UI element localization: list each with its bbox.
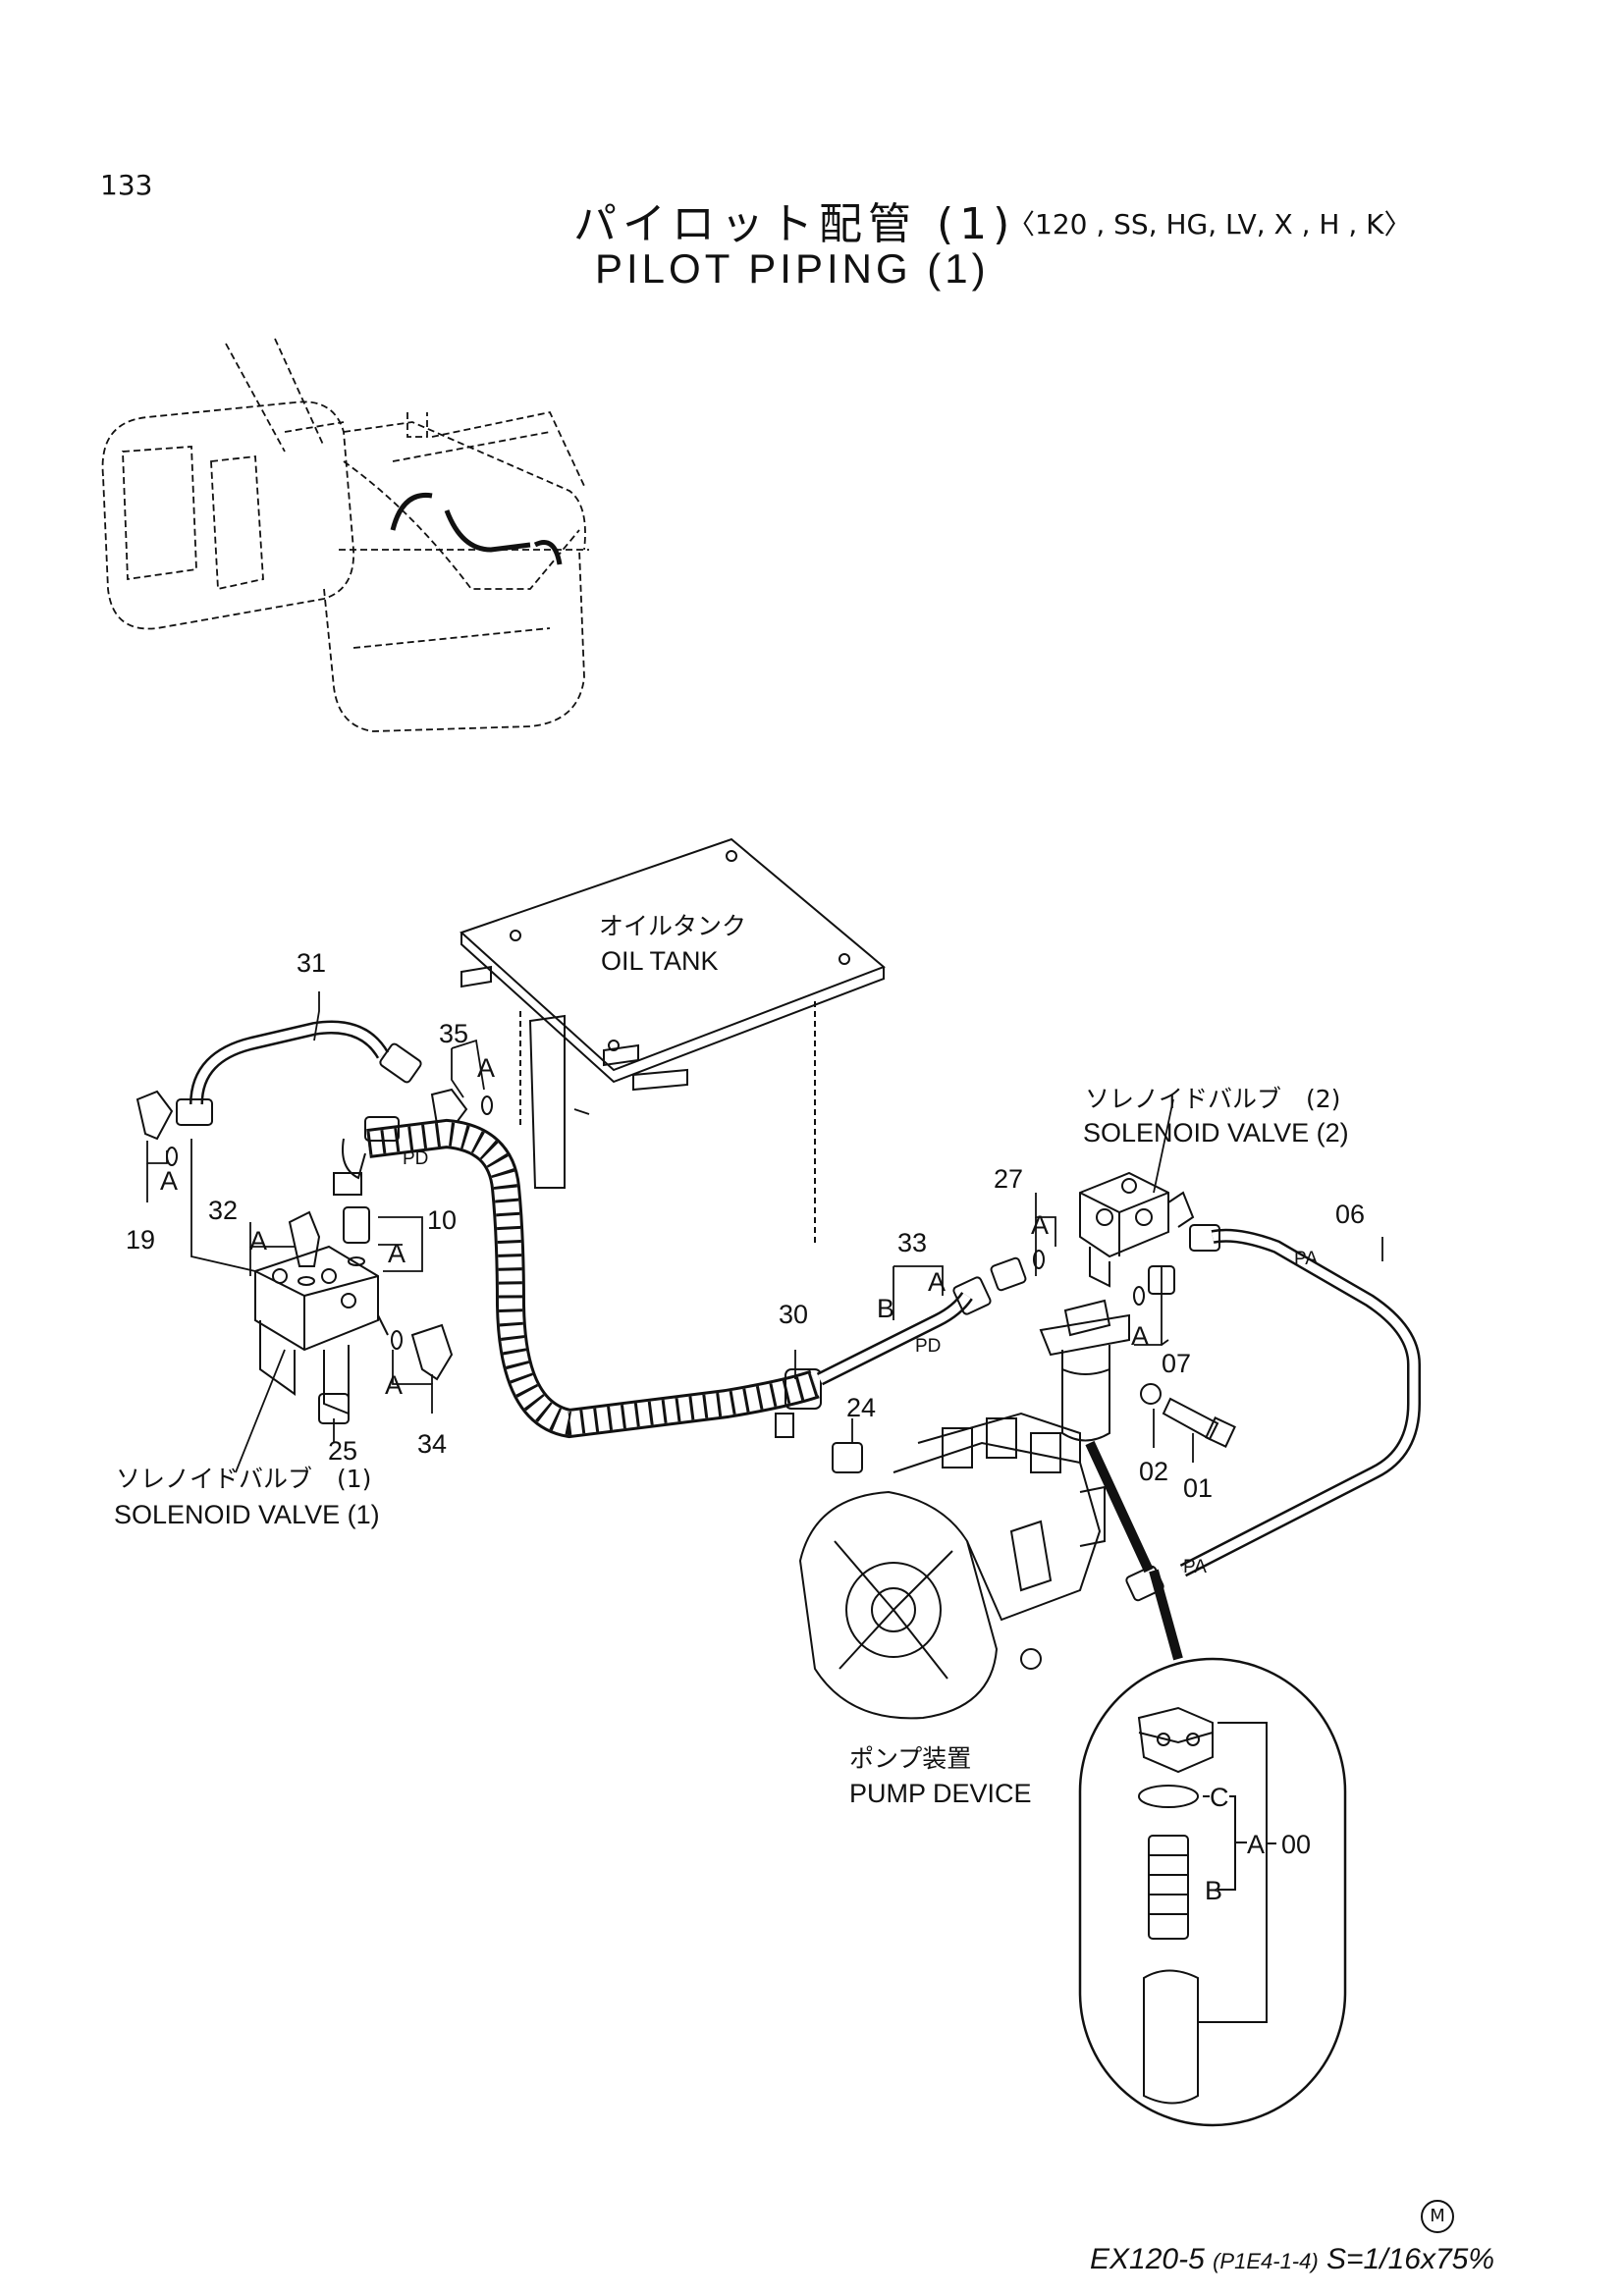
fitting-31-left — [176, 1098, 213, 1126]
solenoid-valve-1-label-jp: ソレノイドバルブ (1) — [116, 1465, 371, 1493]
fitting-pd-upper — [364, 1116, 400, 1142]
group-letter-a-35: A — [477, 1053, 495, 1083]
group-letter-a-33: A — [928, 1267, 946, 1297]
solenoid-valve-2-shape — [1079, 1171, 1195, 1288]
part-number-10: 10 — [427, 1205, 457, 1235]
elbow-19 — [135, 1090, 174, 1141]
part-number-00: 00 — [1281, 1830, 1311, 1859]
group-letter-a-27: A — [1031, 1210, 1049, 1240]
clamp-30 — [784, 1368, 822, 1410]
page-number: 133 — [100, 169, 153, 201]
adapter-24 — [832, 1442, 863, 1473]
part-number-33: 33 — [897, 1228, 927, 1257]
footer-code: (P1E4-1-4) — [1213, 2249, 1319, 2273]
solenoid-valve-2-label-jp: ソレノイドバルブ (2) — [1085, 1085, 1340, 1113]
oil-tank-label-en: OIL TANK — [601, 946, 719, 976]
group-letter-a-07: A — [1131, 1321, 1149, 1351]
title-japanese: パイロット配管 (1) — [573, 199, 1016, 249]
group-letter-a-34: A — [385, 1370, 403, 1400]
group-letter-a-detail: A — [1247, 1830, 1265, 1859]
port-label-pd-upper: PD — [403, 1148, 428, 1169]
corrugated-hose-30 — [366, 1118, 820, 1439]
part-number-30: 30 — [779, 1300, 808, 1329]
pump-device-label-jp: ポンプ装置 — [849, 1744, 971, 1773]
bolt-01 — [1162, 1397, 1219, 1441]
title-variants: 〈120 , SS, HG, LV, X , H , K〉 — [1007, 208, 1412, 240]
group-letter-a-10: A — [388, 1239, 406, 1268]
pump-device-shape — [798, 1412, 1106, 1720]
part-number-35: 35 — [439, 1019, 468, 1048]
part-number-31: 31 — [297, 948, 326, 978]
hose-06 — [1179, 1228, 1421, 1577]
part-number-02: 02 — [1139, 1457, 1168, 1486]
part-number-34: 34 — [417, 1429, 447, 1459]
part-number-07: 07 — [1162, 1349, 1191, 1378]
part-number-27: 27 — [994, 1164, 1023, 1194]
group-letter-c-detail: C — [1210, 1783, 1229, 1812]
port-label-pa-lower: PA — [1183, 1557, 1207, 1577]
part-number-25: 25 — [328, 1436, 357, 1466]
part-number-01: 01 — [1183, 1473, 1213, 1503]
title-english: PILOT PIPING (1) — [595, 245, 990, 292]
solenoid-valve-2-label-en: SOLENOID VALVE (2) — [1083, 1118, 1349, 1148]
fitting-31-right — [379, 1042, 422, 1084]
elbow-32 — [288, 1210, 321, 1267]
fitting-33 — [952, 1276, 992, 1315]
group-letter-a-19: A — [160, 1166, 178, 1196]
fitting-06-upper — [1189, 1224, 1220, 1252]
solenoid-valve-1-shape — [254, 1245, 389, 1415]
washer-02 — [1140, 1383, 1162, 1405]
adapter-10 — [343, 1206, 370, 1244]
elbow-34 — [410, 1323, 454, 1381]
part-number-06: 06 — [1335, 1200, 1365, 1229]
group-letter-a-32: A — [249, 1226, 267, 1255]
oil-tank-shape — [460, 837, 886, 1247]
group-letter-b-detail: B — [1205, 1876, 1222, 1905]
part-number-32: 32 — [208, 1196, 238, 1225]
excavator-overview-illustration — [101, 338, 589, 732]
adapter-27 — [990, 1256, 1027, 1292]
leader-lines — [146, 991, 1383, 1473]
part-number-24: 24 — [846, 1393, 876, 1422]
footer-model: EX120-5 — [1090, 2243, 1205, 2275]
footer-model-info: EX120-5 (P1E4-1-4) S=1/16x75% — [1090, 2243, 1494, 2276]
pump-device-label-en: PUMP DEVICE — [849, 1779, 1032, 1808]
footer-circle-mark: M — [1421, 2200, 1454, 2233]
solenoid-valve-1-label-en: SOLENOID VALVE (1) — [114, 1500, 380, 1529]
filter-detail-callout — [1078, 1440, 1347, 2127]
oil-tank-label-jp: オイルタンク — [599, 912, 746, 940]
elbow-35 — [430, 1088, 468, 1131]
group-letter-b-33: B — [877, 1294, 894, 1323]
part-number-19: 19 — [126, 1225, 155, 1255]
filter-assembly — [1039, 1299, 1130, 1442]
overview-pipe-highlight — [390, 492, 563, 565]
port-label-pd-lower: PD — [915, 1336, 941, 1357]
footer-scale: S=1/16x75% — [1326, 2243, 1494, 2275]
port-label-pa-upper: PA — [1294, 1249, 1318, 1269]
